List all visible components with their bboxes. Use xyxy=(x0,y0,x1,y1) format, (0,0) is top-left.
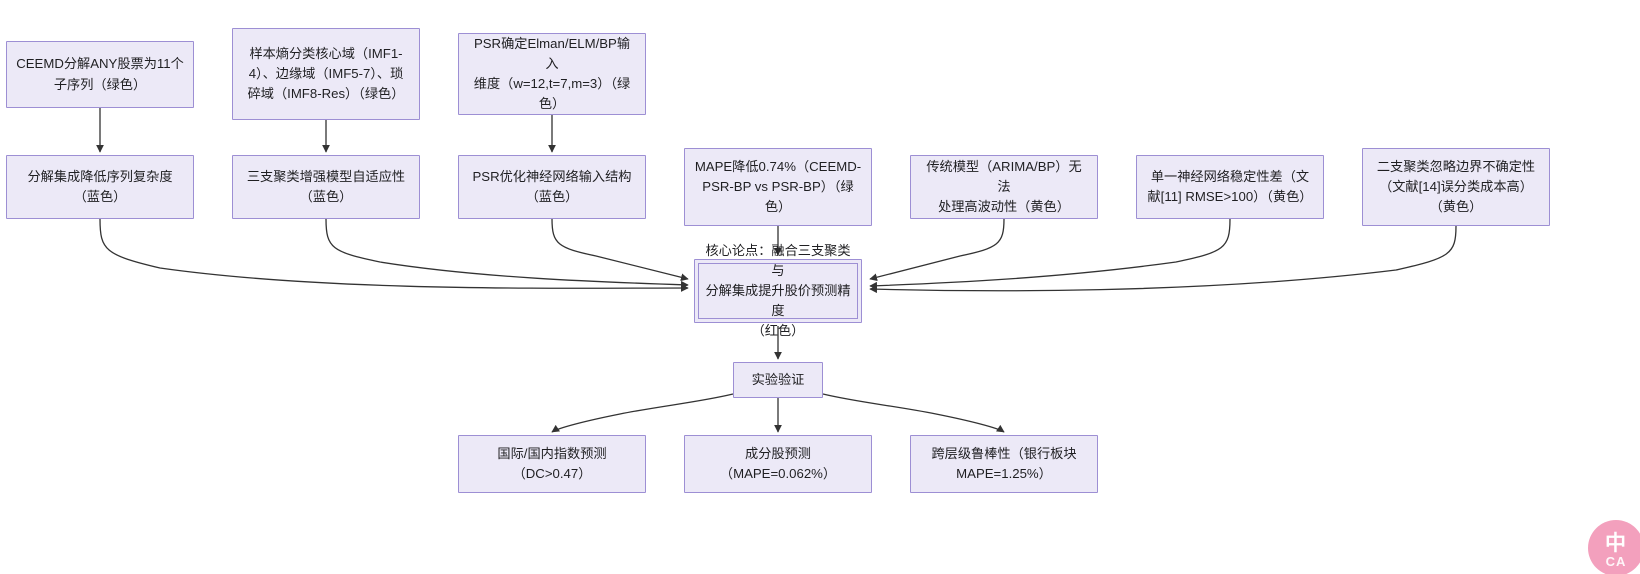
node-label: PSR优化神经网络输入结构 （蓝色） xyxy=(472,168,632,204)
node-label: PSR确定Elman/ELM/BP输入 维度（w=12,t=7,m=3）（绿 色… xyxy=(473,35,631,112)
node-mape-reduction-evidence[interactable]: MAPE降低0.74%（CEEMD- PSR-BP vs PSR-BP）（绿 色… xyxy=(684,148,872,226)
node-psr-input-dimension[interactable]: PSR确定Elman/ELM/BP输入 维度（w=12,t=7,m=3）（绿 色… xyxy=(458,33,646,115)
node-result-cross-level-robustness[interactable]: 跨层级鲁棒性（银行板块 MAPE=1.25%） xyxy=(910,435,1098,493)
edge-n6-core xyxy=(551,218,689,282)
edge-n11-n12 xyxy=(551,393,734,433)
node-label: 样本熵分类核心域（IMF1- 4）、边缘域（IMF5-7）、琐 碎域（IMF8-… xyxy=(247,45,405,102)
node-label: 三支聚类增强模型自适应性 （蓝色） xyxy=(246,168,406,204)
node-label: MAPE降低0.74%（CEEMD- PSR-BP vs PSR-BP）（绿 色… xyxy=(694,158,862,215)
node-label: 二支聚类忽略边界不确定性 （文献[14]误分类成本高） （黄色） xyxy=(1376,158,1536,215)
node-traditional-model-gap[interactable]: 传统模型（ARIMA/BP）无法 处理高波动性（黄色） xyxy=(910,155,1098,219)
node-label: 成分股预测 （MAPE=0.062%） xyxy=(719,445,837,481)
node-label: 实验验证 xyxy=(751,371,805,387)
edge-n4-core xyxy=(99,218,689,292)
node-ceemd-decomposition[interactable]: CEEMD分解ANY股票为11个 子序列（绿色） xyxy=(6,41,194,108)
node-single-network-instability-gap[interactable]: 单一神经网络稳定性差（文 献[11] RMSE>100）（黄色） xyxy=(1136,155,1324,219)
edge-n11-n14 xyxy=(822,393,1005,433)
node-experimental-validation[interactable]: 实验验证 xyxy=(733,362,823,398)
node-result-index-forecast[interactable]: 国际/国内指数预测 （DC>0.47） xyxy=(458,435,646,493)
watermark-en-text: CA xyxy=(1605,553,1627,569)
node-label: 国际/国内指数预测 （DC>0.47） xyxy=(497,445,607,481)
node-label: 传统模型（ARIMA/BP）无法 处理高波动性（黄色） xyxy=(926,158,1082,215)
node-result-constituent-stock-forecast[interactable]: 成分股预测 （MAPE=0.062%） xyxy=(684,435,872,493)
node-label: 分解集成降低序列复杂度 （蓝色） xyxy=(27,168,173,204)
edge-n8-core xyxy=(869,218,1005,282)
node-label: 单一神经网络稳定性差（文 献[11] RMSE>100）（黄色） xyxy=(1147,168,1313,204)
node-decomposition-reduces-complexity[interactable]: 分解集成降低序列复杂度 （蓝色） xyxy=(6,155,194,219)
node-sample-entropy-classification[interactable]: 样本熵分类核心域（IMF1- 4）、边缘域（IMF5-7）、琐 碎域（IMF8-… xyxy=(232,28,420,120)
node-two-way-clustering-gap[interactable]: 二支聚类忽略边界不确定性 （文献[14]误分类成本高） （黄色） xyxy=(1362,148,1550,226)
node-label: CEEMD分解ANY股票为11个 子序列（绿色） xyxy=(16,56,184,92)
node-psr-optimizes-network-input[interactable]: PSR优化神经网络输入结构 （蓝色） xyxy=(458,155,646,219)
edge-n9-core xyxy=(869,218,1231,290)
node-three-way-clustering-adaptivity[interactable]: 三支聚类增强模型自适应性 （蓝色） xyxy=(232,155,420,219)
edge-n10-core xyxy=(869,225,1457,294)
watermark-cn-text: 中 xyxy=(1605,531,1627,555)
core-claim-inner-border: 核心论点：融合三支聚类与 分解集成提升股价预测精度 （红色） xyxy=(698,243,858,338)
node-label: 核心论点：融合三支聚类与 分解集成提升股价预测精度 （红色） xyxy=(705,242,851,339)
node-label: 跨层级鲁棒性（银行板块 MAPE=1.25%） xyxy=(931,445,1077,481)
edge-n5-core xyxy=(325,218,689,289)
watermark-badge: 中 CA xyxy=(1588,520,1640,574)
node-core-claim[interactable]: 核心论点：融合三支聚类与 分解集成提升股价预测精度 （红色） xyxy=(694,243,862,338)
